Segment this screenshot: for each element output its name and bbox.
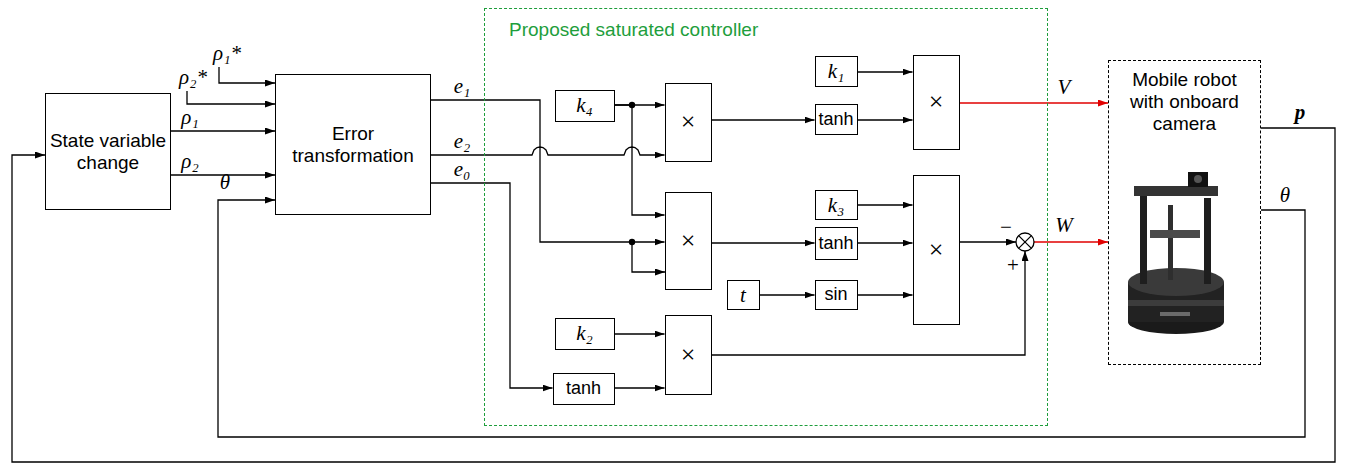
signal-wire bbox=[960, 241, 1016, 242]
signal-arrow bbox=[615, 105, 665, 215]
reference-input-wire bbox=[219, 67, 275, 83]
robot-post bbox=[1204, 198, 1211, 284]
signal-label: e₁ bbox=[454, 75, 471, 98]
box-label: k₄ bbox=[576, 93, 593, 117]
signal-arrow bbox=[615, 333, 665, 334]
signal-label: θ bbox=[1280, 184, 1290, 207]
signal-label: e₀ bbox=[454, 158, 471, 181]
control-signal-arrow bbox=[960, 102, 1109, 104]
box-label: t bbox=[740, 283, 746, 307]
robot-illustration bbox=[1128, 172, 1224, 334]
robot-post bbox=[1140, 192, 1147, 284]
multiplier-box: × bbox=[913, 175, 960, 325]
process-box: Error transformation bbox=[275, 74, 431, 215]
reference-label: ρ₁* bbox=[213, 42, 241, 65]
box-label: tanh bbox=[819, 233, 854, 254]
signal-label: p bbox=[1295, 101, 1306, 124]
box-label: × bbox=[929, 235, 944, 265]
signal-arrow bbox=[858, 71, 913, 72]
signal-arrow bbox=[431, 183, 553, 388]
signal-wire bbox=[712, 251, 1025, 355]
robot-frame bbox=[1134, 186, 1218, 196]
function-box: tanh bbox=[553, 373, 615, 405]
box-label: tanh bbox=[819, 109, 854, 130]
gain-box: k₁ bbox=[815, 56, 858, 87]
signal-arrow bbox=[12, 128, 1335, 462]
box-label: × bbox=[681, 107, 696, 137]
box-label: × bbox=[929, 87, 944, 117]
reference-input-wire bbox=[187, 91, 275, 104]
box-label: Mobile robot with onboard camera bbox=[1109, 69, 1260, 135]
signal-label: θ bbox=[220, 171, 230, 194]
box-label: k₃ bbox=[828, 193, 845, 217]
signal-arrow bbox=[431, 100, 665, 242]
multiplier-box: × bbox=[665, 192, 712, 290]
multiplier-box: × bbox=[665, 83, 712, 162]
gain-box: k₄ bbox=[555, 90, 615, 122]
robot-post bbox=[1168, 205, 1173, 280]
signal-arrow bbox=[858, 294, 913, 295]
signal-arrow bbox=[760, 294, 815, 295]
signal-label: V bbox=[1058, 76, 1071, 99]
signal-arrow bbox=[858, 204, 913, 205]
summing-junction bbox=[1016, 233, 1034, 251]
function-box: tanh bbox=[815, 227, 858, 260]
summing-circle bbox=[1016, 233, 1034, 251]
box-label: State variable change bbox=[46, 130, 170, 174]
camera-body bbox=[1188, 172, 1208, 187]
plant-box: Mobile robot with onboard camera bbox=[1108, 60, 1261, 365]
signal-arrow bbox=[171, 130, 275, 131]
signal-label: ρ₁ bbox=[181, 106, 198, 129]
box-label: Error transformation bbox=[276, 123, 430, 167]
sign-label: − bbox=[1000, 216, 1012, 239]
summing-cross bbox=[1019, 236, 1032, 249]
signal-arrow bbox=[712, 119, 815, 120]
multiplier-box: × bbox=[913, 55, 960, 150]
signal-label: W bbox=[1055, 214, 1073, 237]
region-heading: Proposed saturated controller bbox=[509, 19, 758, 41]
box-label: sin bbox=[824, 284, 847, 305]
reference-label: ρ₂* bbox=[179, 66, 207, 89]
box-label: tanh bbox=[566, 378, 601, 399]
multiplier-box: × bbox=[665, 315, 712, 395]
function-box: tanh bbox=[815, 104, 858, 135]
function-box: sin bbox=[815, 280, 858, 310]
robot-bumper bbox=[1128, 300, 1224, 306]
signal-arrow bbox=[712, 242, 815, 243]
time-input-box: t bbox=[727, 280, 760, 310]
process-box: State variable change bbox=[45, 93, 171, 210]
signal-label: e₂ bbox=[454, 130, 471, 153]
gain-box: k₂ bbox=[555, 318, 615, 350]
box-label: × bbox=[681, 340, 696, 370]
signal-arrow bbox=[218, 200, 1305, 437]
signal-arrow bbox=[858, 242, 913, 243]
box-label: k₁ bbox=[828, 59, 845, 83]
camera-lens bbox=[1194, 175, 1202, 183]
sign-label: + bbox=[1007, 254, 1019, 277]
box-label: k₂ bbox=[576, 321, 593, 345]
robot-logo bbox=[1160, 312, 1190, 316]
controller-region: Proposed saturated controller k₄ × k₁ tanh × ×… bbox=[484, 8, 1048, 426]
gain-box: k₃ bbox=[815, 190, 858, 220]
box-label: × bbox=[681, 226, 696, 256]
signal-arrow bbox=[858, 119, 913, 120]
control-output-wire bbox=[1034, 241, 1108, 243]
robot-shelf bbox=[1150, 230, 1200, 238]
signal-arrow bbox=[615, 387, 665, 388]
signal-label: ρ₂ bbox=[181, 150, 198, 173]
branch-wire bbox=[632, 242, 665, 272]
